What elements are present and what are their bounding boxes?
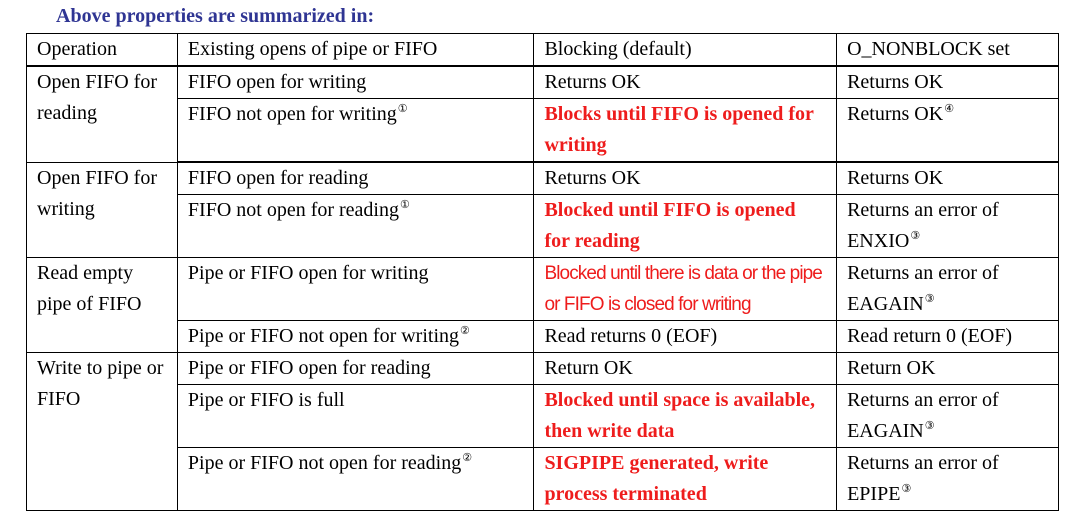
existing-text: Pipe or FIFO open for writing	[187, 262, 429, 284]
footnote-marker: ②	[460, 325, 470, 338]
existing-text: Pipe or FIFO open for reading	[187, 357, 431, 379]
nonblock-text: Returns an error of EAGAIN	[847, 389, 999, 442]
blocking-cell: Blocked until FIFO is opened for reading	[533, 194, 838, 258]
fifo-properties-table: Operation Existing opens of pipe or FIFO…	[26, 33, 1059, 511]
table-row: Write to pipe or FIFO Pipe or FIFO open …	[26, 352, 1059, 511]
existing-cell: FIFO open for writing	[176, 65, 535, 99]
table-row: FIFO not open for reading① Blocked until…	[27, 194, 1059, 258]
footnote-marker: ③	[901, 483, 912, 496]
footnote-marker: ③	[910, 230, 921, 243]
operation-cell: Write to pipe or FIFO	[26, 352, 178, 511]
section-heading: Above properties are summarized in:	[56, 5, 375, 27]
operation-cell: Open FIFO for writing	[26, 161, 178, 258]
existing-text: Pipe or FIFO not open for writing	[187, 325, 459, 347]
nonblock-text: Returns an error of EAGAIN	[847, 262, 999, 315]
table-row: Pipe or FIFO is full Blocked until space…	[27, 384, 1059, 448]
existing-cell: FIFO not open for writing①	[176, 98, 535, 163]
existing-cell: Pipe or FIFO is full	[176, 384, 535, 448]
table-row: Open FIFO for reading FIFO open for writ…	[26, 65, 1059, 163]
column-header-nonblock: O_NONBLOCK set	[836, 33, 1059, 67]
blocking-cell: Blocked until there is data or the pipe …	[533, 257, 838, 321]
table-row: Open FIFO for writing FIFO open for read…	[26, 161, 1059, 258]
blocking-cell: Blocks until FIFO is opened for writing	[533, 98, 838, 163]
operation-cell: Read empty pipe of FIFO	[26, 257, 178, 353]
footnote-marker: ③	[924, 420, 935, 433]
blocking-cell: Read returns 0 (EOF)	[533, 320, 838, 353]
nonblock-cell: Returns an error of ENXIO③	[836, 194, 1059, 258]
existing-text: Pipe or FIFO not open for reading	[187, 452, 462, 474]
nonblock-cell: Returns an error of EPIPE③	[836, 447, 1059, 511]
existing-cell: Pipe or FIFO open for reading	[176, 352, 535, 385]
table-header-row: Operation Existing opens of pipe or FIFO…	[26, 33, 1059, 67]
blocking-cell: Returns OK	[533, 65, 838, 99]
nonblock-cell: Return OK	[836, 352, 1059, 385]
table-row: Pipe or FIFO not open for writing② Read …	[27, 320, 1059, 353]
operation-cell: Open FIFO for reading	[26, 65, 178, 163]
existing-text: FIFO open for writing	[187, 71, 367, 93]
existing-cell: Pipe or FIFO open for writing	[176, 257, 535, 321]
column-header-operation: Operation	[26, 33, 178, 67]
nonblock-cell: Returns OK	[836, 161, 1059, 195]
existing-cell: FIFO open for reading	[176, 161, 535, 195]
footnote-marker: ①	[399, 199, 410, 212]
footnote-marker: ②	[462, 452, 473, 465]
table-row: Pipe or FIFO not open for reading② SIGPI…	[27, 447, 1059, 511]
nonblock-cell: Returns OK	[836, 65, 1059, 99]
existing-cell: Pipe or FIFO not open for reading②	[176, 447, 535, 511]
blocking-cell: SIGPIPE generated, write process termina…	[533, 447, 838, 511]
footnote-marker: ③	[924, 293, 935, 306]
existing-cell: Pipe or FIFO not open for writing②	[176, 320, 535, 353]
existing-text: FIFO not open for writing	[187, 103, 397, 125]
nonblock-cell: Read return 0 (EOF)	[836, 320, 1059, 353]
existing-text: FIFO open for reading	[187, 167, 369, 189]
blocking-cell: Blocked until space is available, then w…	[533, 384, 838, 448]
nonblock-cell: Returns an error of EAGAIN③	[836, 384, 1059, 448]
footnote-marker: ①	[397, 103, 408, 116]
blocking-cell: Returns OK	[533, 161, 838, 195]
column-header-existing-opens: Existing opens of pipe or FIFO	[176, 33, 535, 67]
nonblock-text: Returns an error of EPIPE	[847, 452, 999, 505]
existing-text: Pipe or FIFO is full	[187, 389, 345, 411]
nonblock-cell: Returns OK④	[836, 98, 1059, 163]
table-row: Read empty pipe of FIFO Pipe or FIFO ope…	[26, 257, 1059, 353]
nonblock-text: Returns an error of ENXIO	[847, 199, 999, 252]
existing-cell: FIFO not open for reading①	[176, 194, 535, 258]
column-header-blocking: Blocking (default)	[533, 33, 838, 67]
footnote-marker: ④	[944, 103, 955, 116]
table-row: FIFO not open for writing① Blocks until …	[27, 98, 1059, 163]
nonblock-text: Returns OK	[847, 103, 944, 125]
blocking-cell: Return OK	[533, 352, 838, 385]
nonblock-cell: Returns an error of EAGAIN③	[836, 257, 1059, 321]
existing-text: FIFO not open for reading	[187, 199, 399, 221]
